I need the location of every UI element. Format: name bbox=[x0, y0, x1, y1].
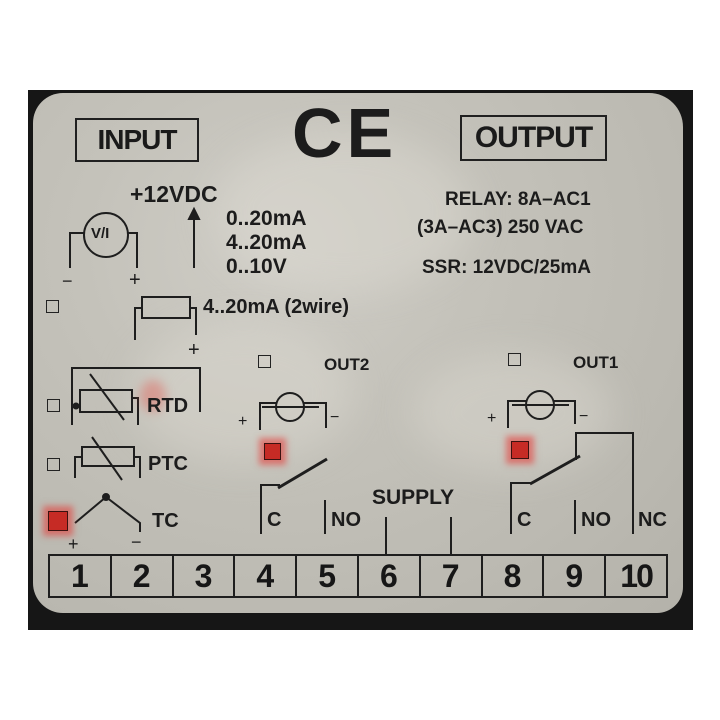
terminal-6[interactable]: 6 bbox=[359, 556, 421, 596]
terminal-5[interactable]: 5 bbox=[297, 556, 359, 596]
tc-select-box-selected[interactable] bbox=[48, 511, 68, 531]
out2-common-label: C bbox=[267, 509, 282, 531]
terminal-9[interactable]: 9 bbox=[544, 556, 607, 596]
terminal-3[interactable]: 3 bbox=[174, 556, 236, 596]
input-title: INPUT bbox=[75, 118, 199, 162]
range-0-10v: 0..10V bbox=[226, 255, 287, 278]
ce-mark: CE bbox=[292, 94, 398, 172]
supply-label: SUPPLY bbox=[372, 486, 455, 509]
out2-ssr-select-box[interactable] bbox=[258, 355, 271, 368]
out1-nc-label: NC bbox=[638, 509, 667, 531]
out1-relay-select-box-selected[interactable] bbox=[511, 441, 529, 459]
two-wire-label: 4..20mA (2wire) bbox=[203, 296, 349, 318]
ssr-rating: SSR: 12VDC/25mA bbox=[422, 257, 591, 278]
out2-minus: − bbox=[330, 409, 340, 426]
out2-plus: + bbox=[238, 413, 248, 430]
output-title: OUTPUT bbox=[460, 115, 607, 161]
two-wire-plus: + bbox=[188, 339, 200, 361]
vi-symbol-label: V/I bbox=[91, 225, 110, 242]
out1-ssr-select-box[interactable] bbox=[508, 353, 521, 366]
out1-plus: + bbox=[487, 410, 497, 427]
terminal-8[interactable]: 8 bbox=[483, 556, 545, 596]
tc-plus: + bbox=[68, 534, 79, 554]
terminal-2[interactable]: 2 bbox=[112, 556, 174, 596]
relay-rating-line1: RELAY: 8A–AC1 bbox=[445, 189, 591, 210]
terminal-4[interactable]: 4 bbox=[235, 556, 298, 596]
out1-minus: − bbox=[579, 408, 589, 425]
out2-relay-select-box-selected[interactable] bbox=[264, 443, 281, 460]
rtd-label: RTD bbox=[147, 395, 189, 417]
tc-minus: − bbox=[131, 532, 142, 552]
terminal-1[interactable]: 1 bbox=[50, 556, 112, 596]
out2-label: OUT2 bbox=[324, 355, 370, 374]
two-wire-select-box[interactable] bbox=[46, 300, 59, 313]
vi-source-icon bbox=[83, 212, 129, 258]
vi-plus: + bbox=[129, 269, 141, 291]
tc-label: TC bbox=[152, 510, 179, 532]
vi-minus: − bbox=[62, 271, 73, 291]
range-4-20ma: 4..20mA bbox=[226, 231, 307, 254]
ptc-select-box[interactable] bbox=[47, 458, 60, 471]
terminal-strip: 1 2 3 4 5 6 7 8 9 10 bbox=[48, 554, 668, 598]
relay-rating-line2: (3A–AC3) 250 VAC bbox=[417, 217, 584, 238]
out2-no-label: NO bbox=[331, 509, 361, 531]
out1-common-label: C bbox=[517, 509, 532, 531]
rtd-select-box[interactable] bbox=[47, 399, 60, 412]
out1-no-label: NO bbox=[581, 509, 611, 531]
range-0-20ma: 0..20mA bbox=[226, 207, 307, 230]
out1-label: OUT1 bbox=[573, 353, 619, 372]
ptc-label: PTC bbox=[148, 453, 188, 475]
terminal-7[interactable]: 7 bbox=[421, 556, 483, 596]
supply-voltage-label: +12VDC bbox=[130, 181, 218, 207]
terminal-10[interactable]: 10 bbox=[620, 557, 654, 594]
